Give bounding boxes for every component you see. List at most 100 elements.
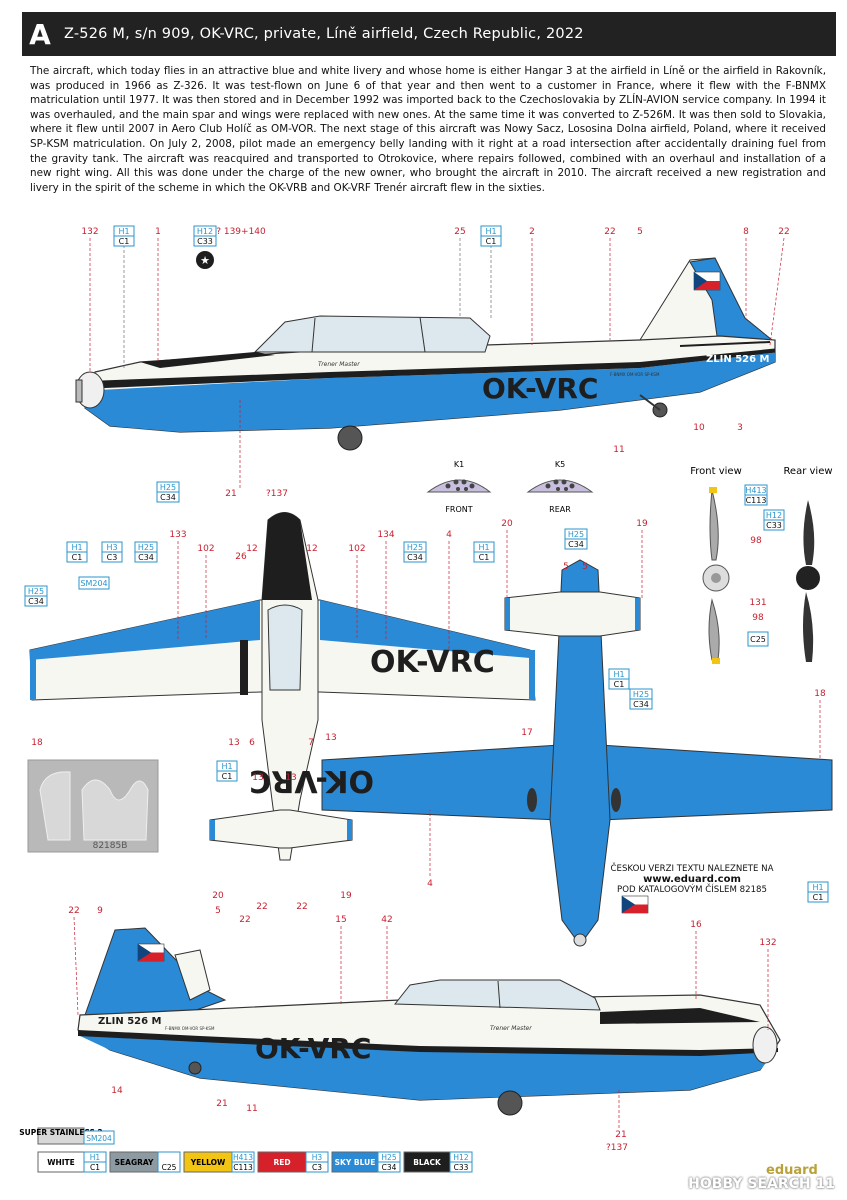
svg-text:H1: H1 [613,670,624,679]
scheme-letter: A [29,17,51,51]
svg-text:134: 134 [377,530,394,540]
callouts-plan: 133 102 26 12 12 102 134 4 20 19 5 5 18 … [31,519,826,912]
svg-text:25: 25 [454,227,465,237]
svg-text:SUPER STAINLESS 2: SUPER STAINLESS 2 [19,1128,103,1137]
svg-text:C1: C1 [479,553,490,562]
svg-text:C3: C3 [312,1163,322,1172]
svg-text:C1: C1 [222,772,233,781]
svg-text:C25: C25 [750,635,766,644]
svg-text:2: 2 [529,227,535,237]
svg-text:C33: C33 [766,521,782,530]
svg-text:?137: ?137 [266,489,288,499]
svg-text:C34: C34 [138,553,154,562]
svg-text:C3: C3 [107,553,118,562]
svg-text:5: 5 [582,562,588,572]
svg-text:5: 5 [215,906,221,916]
svg-text:13: 13 [252,773,263,783]
svg-text:5: 5 [563,562,569,572]
svg-text:H413: H413 [745,486,766,495]
bottom-view: OK-VRC [249,559,833,947]
scheme-title: Z-526 M, s/n 909, OK-VRC, private, Líně … [64,26,584,42]
svg-text:21: 21 [225,489,236,499]
instrument-panels: K1 K5 FRONT REAR [426,460,594,514]
svg-text:C33: C33 [197,237,213,246]
svg-text:82185B: 82185B [93,841,128,851]
svg-text:SKY BLUE: SKY BLUE [335,1158,376,1167]
svg-text:20: 20 [212,891,224,901]
svg-text:C113: C113 [746,496,767,505]
svg-text:H25: H25 [407,543,423,552]
svg-text:H1: H1 [71,543,82,552]
svg-text:98: 98 [752,613,764,623]
svg-text:?137: ?137 [606,1143,628,1153]
svg-text:19: 19 [636,519,648,529]
svg-text:13: 13 [228,738,239,748]
svg-text:C34: C34 [160,493,176,502]
svg-text:102: 102 [348,544,365,554]
mask-sheet: 82185B [27,759,159,853]
svg-text:15: 15 [335,915,346,925]
svg-text:18: 18 [31,738,43,748]
svg-text:8: 8 [743,227,749,237]
side-view-right: OK-VRC ZLIN 526 M F-BNMX OM-VOR SP-KSM T… [77,927,781,1116]
svg-text:C34: C34 [568,540,584,549]
svg-text:4: 4 [446,530,452,540]
svg-text:SM204: SM204 [80,579,107,588]
svg-text:13: 13 [325,733,336,743]
small-regs-bottom: F-BNMX OM-VOR SP-KSM [165,1026,215,1031]
svg-text:4: 4 [427,879,433,889]
svg-text:14: 14 [111,1086,123,1096]
svg-text:3: 3 [737,423,743,433]
svg-text:H25: H25 [160,483,176,492]
svg-text:H25: H25 [633,690,649,699]
svg-text:10: 10 [693,423,705,433]
svg-text:H1: H1 [812,883,823,892]
svg-text:C34: C34 [407,553,423,562]
svg-text:12: 12 [246,544,257,554]
svg-text:H3: H3 [106,543,117,552]
svg-text:22: 22 [604,227,615,237]
side-view-left: OK-VRC ZLIN 526 M F-BNMX OM-VOR SP-KSM T… [75,257,776,451]
svg-text:C33: C33 [454,1163,469,1172]
svg-text:16: 16 [690,920,702,930]
fin-text-bottom: ZLIN 526 M [98,1016,162,1027]
svg-text:98: 98 [750,536,762,546]
svg-text:H3: H3 [312,1153,323,1162]
svg-text:REAR: REAR [549,505,571,514]
svg-text:C1: C1 [90,1163,100,1172]
brand-logo: eduard [766,1163,818,1178]
svg-text:H12: H12 [766,511,782,520]
svg-text:H12: H12 [453,1153,468,1162]
svg-text:FRONT: FRONT [445,505,472,514]
star-marking-icon [196,251,214,269]
svg-text:H12: H12 [197,227,213,236]
svg-text:H413: H413 [233,1153,253,1162]
svg-text:22: 22 [68,906,79,916]
fin-text-top: ZLIN 526 M [706,354,770,365]
svg-text:K1: K1 [454,460,464,469]
svg-text:BLACK: BLACK [413,1158,442,1167]
nose-script-top: Trener Master [318,361,360,368]
svg-text:SM204: SM204 [86,1134,112,1143]
svg-text:C25: C25 [162,1163,177,1172]
svg-text:21: 21 [615,1130,626,1140]
svg-text:18: 18 [814,689,826,699]
svg-text:C34: C34 [382,1163,397,1172]
svg-text:H1: H1 [118,227,129,236]
svg-text:17: 17 [521,728,532,738]
small-regs-top: F-BNMX OM-VOR SP-KSM [610,372,660,377]
callouts-top: 132 1 ? 139+140 25 2 22 5 8 22 10 3 11 2… [81,227,789,499]
svg-text:H25: H25 [28,587,44,596]
svg-text:C34: C34 [28,597,44,606]
czech-flag [621,895,649,914]
svg-text:1: 1 [155,227,161,237]
svg-text:7: 7 [308,738,314,748]
svg-text:H1: H1 [90,1153,101,1162]
callouts-side2: 22 9 5 22 15 42 16 132 14 21 11 21 ?137 [68,906,776,1153]
svg-text:C1: C1 [119,237,130,246]
svg-text:22: 22 [239,915,250,925]
svg-text:Rear view: Rear view [783,466,832,477]
